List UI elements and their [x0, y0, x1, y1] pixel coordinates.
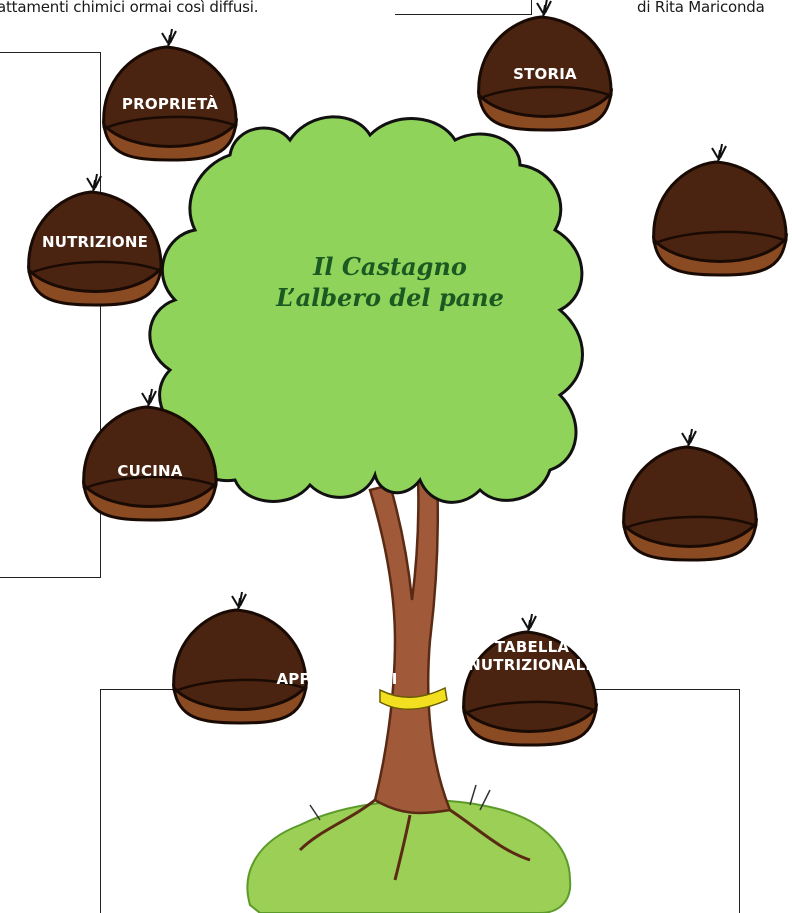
label-nutrizione[interactable]: NUTRIZIONE [30, 233, 160, 251]
label-applicazioni[interactable]: APPLICAZIONI [272, 670, 402, 688]
tree-title-line2: L’albero del pane [275, 283, 505, 312]
chestnut-applicazioni [174, 592, 306, 723]
label-tabella-line2: NUTRIZIONALE [468, 656, 596, 674]
chestnut-right-upper [654, 144, 786, 275]
tree-title-line1: Il Castagno [290, 252, 490, 281]
label-proprieta[interactable]: PROPRIETÀ [115, 95, 225, 113]
label-tabella-nutrizionale[interactable]: TABELLA NUTRIZIONALE [467, 638, 597, 674]
label-storia[interactable]: STORIA [495, 65, 595, 83]
label-tabella-line1: TABELLA [495, 638, 569, 656]
label-cucina[interactable]: CUCINA [100, 462, 200, 480]
chestnut-right-lower [624, 429, 756, 560]
chestnut-tabella [464, 614, 596, 745]
